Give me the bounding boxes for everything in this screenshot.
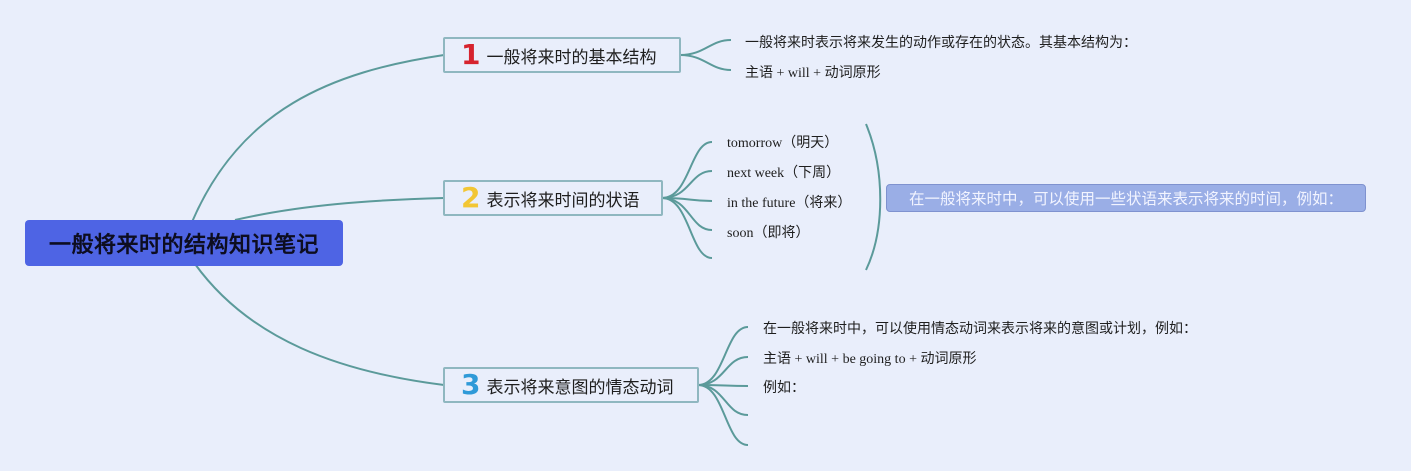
link-topic1-leaf1 bbox=[679, 39, 732, 56]
topic-label-3: 表示将来意图的情态动词 bbox=[486, 377, 674, 398]
branch1-leaf-1[interactable]: 一般将来时表示将来发生的动作或存在的状态。其基本结构为： bbox=[745, 36, 1137, 51]
branch3-leaf-2[interactable]: 主语 + will + be going to + 动词原形 bbox=[763, 352, 977, 367]
link-topic2-leaf1 bbox=[661, 141, 713, 199]
topic-node-3[interactable]: 3 表示将来意图的情态动词 bbox=[443, 367, 699, 403]
topic-node-2[interactable]: 2 表示将来时间的状语 bbox=[443, 180, 663, 216]
link-root-topic-2 bbox=[234, 197, 445, 221]
summary-brace bbox=[865, 123, 882, 271]
branch2-leaf-4[interactable]: soon（即将） bbox=[727, 226, 810, 241]
branch3-leaf-1[interactable]: 在一般将来时中，可以使用情态动词来表示将来的意图或计划，例如： bbox=[763, 322, 1197, 337]
link-root-topic-1 bbox=[191, 54, 445, 223]
link-topic3-leaf1 bbox=[697, 326, 749, 386]
summary-text: 在一般将来时中，可以使用一些状语来表示将来的时间，例如： bbox=[908, 190, 1343, 208]
link-topic2-leaf5 bbox=[661, 197, 713, 259]
branch2-leaf-3[interactable]: in the future（将来） bbox=[727, 196, 852, 211]
branch2-leaf-2[interactable]: next week（下周） bbox=[727, 166, 841, 181]
number-badge-3: 3 bbox=[461, 368, 481, 401]
root-node[interactable]: 一般将来时的结构知识笔记 bbox=[25, 220, 343, 266]
topic-node-1[interactable]: 1 一般将来时的基本结构 bbox=[443, 37, 681, 73]
root-title: 一般将来时的结构知识笔记 bbox=[48, 233, 319, 258]
summary-node[interactable]: 在一般将来时中，可以使用一些状语来表示将来的时间，例如： bbox=[886, 184, 1366, 212]
branch3-leaf-3[interactable]: 例如： bbox=[763, 381, 805, 396]
number-badge-2: 2 bbox=[461, 181, 481, 214]
topic-label-1: 一般将来时的基本结构 bbox=[486, 47, 657, 68]
link-topic3-leaf5 bbox=[697, 384, 749, 446]
link-topic1-leaf2 bbox=[679, 54, 732, 71]
branch1-leaf-2[interactable]: 主语 + will + 动词原形 bbox=[745, 66, 881, 81]
branch2-leaf-1[interactable]: tomorrow（明天） bbox=[727, 136, 839, 151]
number-badge-1: 1 bbox=[461, 38, 481, 71]
topic-label-2: 表示将来时间的状语 bbox=[486, 190, 640, 211]
link-root-topic-3 bbox=[194, 263, 445, 386]
